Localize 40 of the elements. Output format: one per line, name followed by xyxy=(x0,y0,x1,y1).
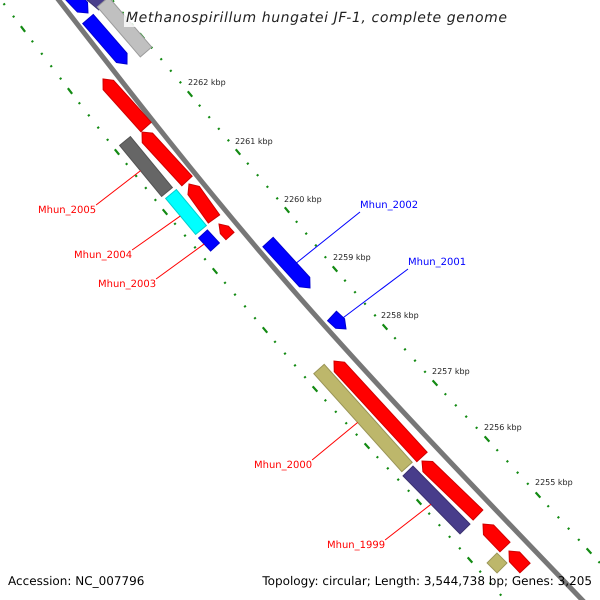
tick-label: 2259 kbp xyxy=(333,252,371,264)
gene-label: Mhun_1999 xyxy=(327,540,386,552)
gene-feature xyxy=(141,131,193,186)
leader-line xyxy=(156,244,205,280)
leader-line xyxy=(96,170,141,206)
gene-label: Mhun_2000 xyxy=(254,460,312,472)
gene-feature xyxy=(262,236,311,289)
gene-label: Mhun_2004 xyxy=(74,250,132,262)
gene-feature xyxy=(326,310,347,330)
gene-block xyxy=(313,364,413,472)
gene-block xyxy=(486,552,508,574)
tick-label: 2261 kbp xyxy=(235,136,273,148)
genome-info-text: Topology: circular; Length: 3,544,738 bp; Genes: 3,205 xyxy=(261,573,593,590)
gene-feature xyxy=(82,14,128,65)
gene-feature xyxy=(508,550,531,574)
gene-label: Mhun_2003 xyxy=(98,279,156,291)
gene-label: Mhun_2001 xyxy=(408,257,466,269)
tick-label: 2257 kbp xyxy=(432,366,470,378)
gene-label: Mhun_2005 xyxy=(38,205,96,217)
leader-line xyxy=(132,216,181,250)
gene-block xyxy=(198,229,220,252)
leader-line xyxy=(296,212,360,264)
gene-feature xyxy=(421,460,484,521)
gene-block xyxy=(164,188,208,236)
gene-block xyxy=(402,465,471,535)
gene-feature xyxy=(102,78,152,132)
gene-label: Mhun_2002 xyxy=(360,200,418,212)
tick-label: 2256 kbp xyxy=(484,422,522,434)
gene-feature xyxy=(482,523,511,553)
leader-line xyxy=(342,268,408,318)
tick-label: 2260 kbp xyxy=(284,194,322,206)
gene-feature xyxy=(218,223,235,240)
gene-feature xyxy=(333,360,428,462)
tick-label: 2258 kbp xyxy=(381,310,419,322)
gene-feature xyxy=(187,183,220,224)
tick-label: 2255 kbp xyxy=(535,477,573,489)
gene-block xyxy=(118,136,174,198)
tick-label: 2262 kbp xyxy=(188,77,226,89)
accession-text: Accession: NC_007796 xyxy=(7,573,146,590)
leader-line xyxy=(384,504,432,540)
